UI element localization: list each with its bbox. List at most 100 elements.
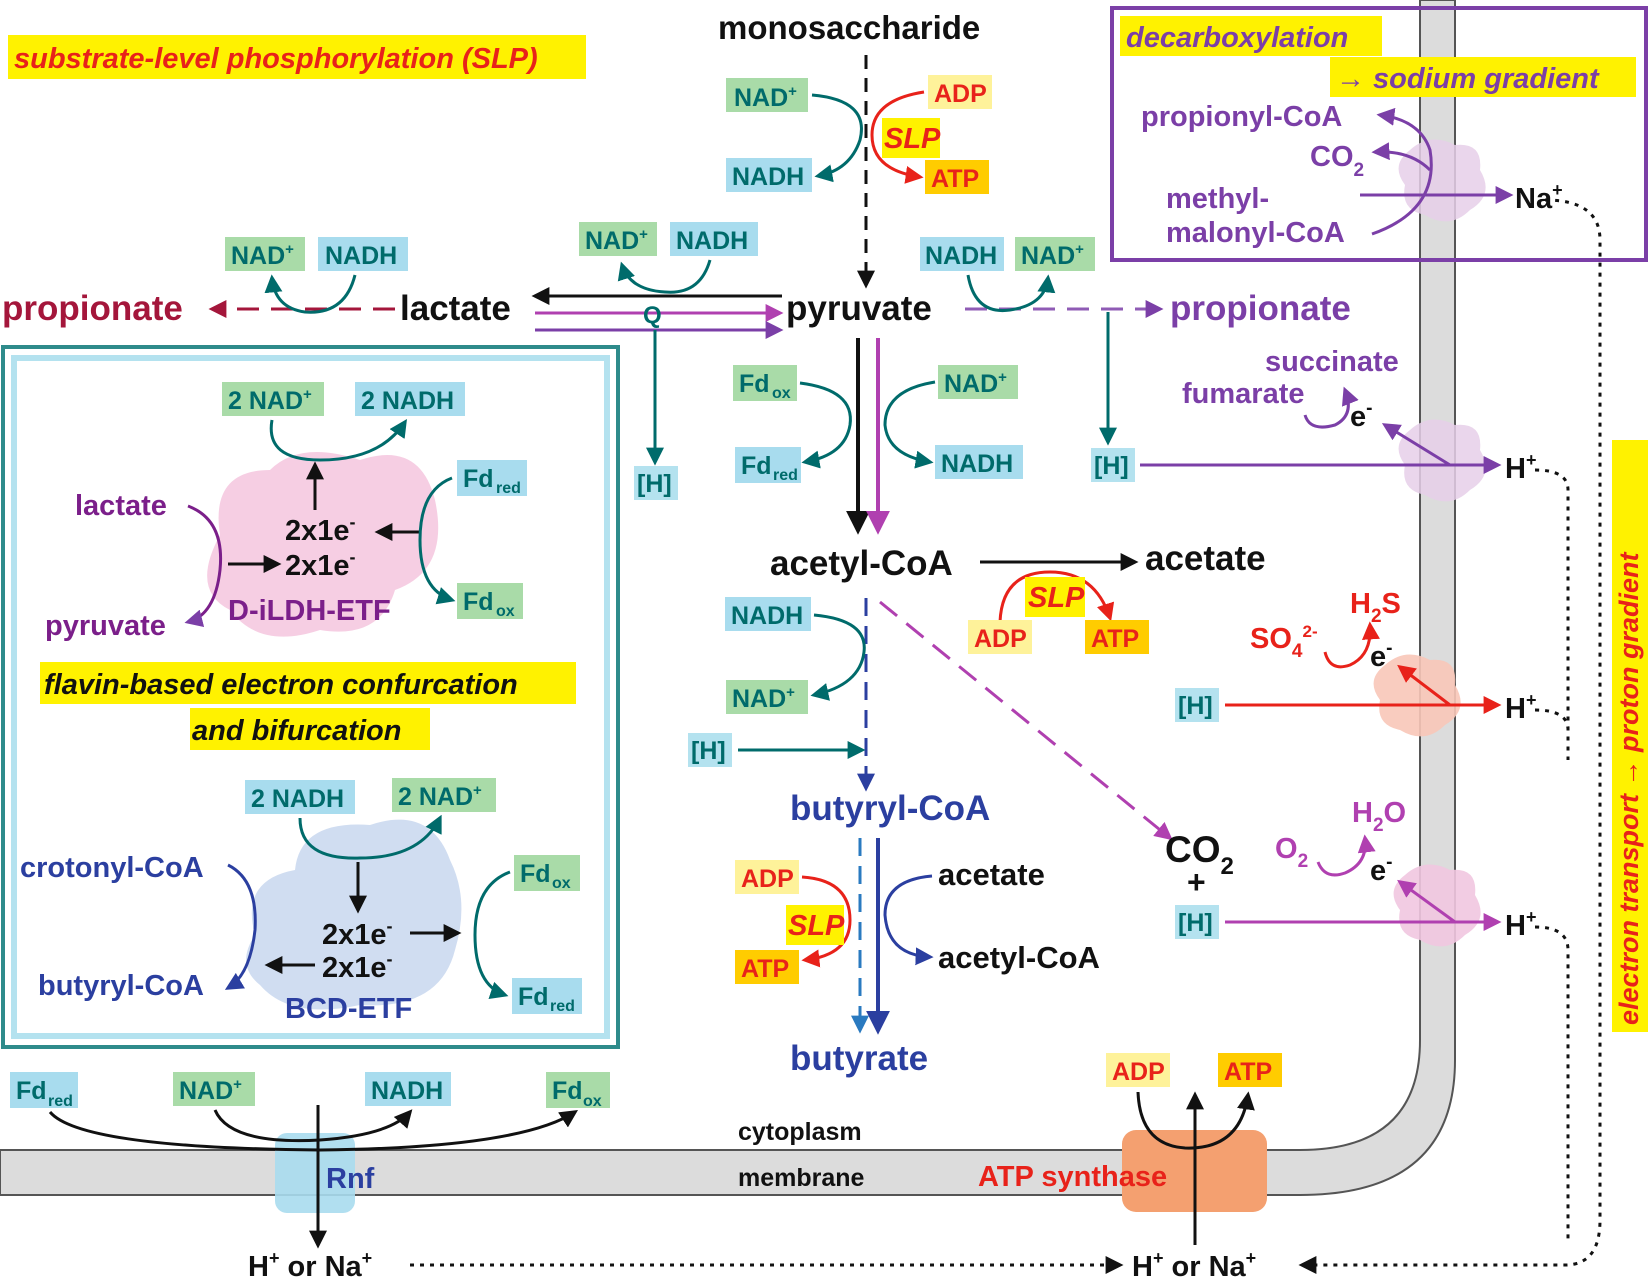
svg-text:butyryl-CoA: butyryl-CoA — [38, 970, 204, 1002]
svg-text:NAD+: NAD+ — [179, 1076, 242, 1105]
svg-text:methyl-: methyl- — [1166, 183, 1269, 215]
svg-text:Fd: Fd — [463, 465, 494, 493]
rnf-reactions: Fd red NAD+ NADH Fd ox Rnf cytoplasm mem… — [10, 1072, 865, 1249]
svg-text:substrate-level phosphorylatio: substrate-level phosphorylation (SLP) — [14, 43, 538, 75]
svg-text:[H]: [H] — [637, 470, 672, 498]
d-ildh-etf-blob — [207, 452, 439, 637]
svg-text:NAD+: NAD+ — [585, 226, 648, 255]
svg-text:malonyl-CoA: malonyl-CoA — [1166, 217, 1345, 249]
oxidase-blob — [1393, 864, 1481, 947]
svg-text:and bifurcation: and bifurcation — [192, 715, 401, 747]
svg-text:SLP: SLP — [1028, 582, 1085, 614]
svg-text:flavin-based electron confurca: flavin-based electron confurcation — [44, 669, 518, 701]
cell-membrane — [0, 0, 1456, 1196]
svg-text:H2S: H2S — [1350, 588, 1401, 627]
svg-text:O2: O2 — [1275, 833, 1308, 872]
electron-transport-right: succinate fumarate e- H+ H2S SO42- e- [H… — [1140, 198, 1602, 1274]
svg-text:H+: H+ — [1505, 690, 1536, 725]
svg-text:crotonyl-CoA: crotonyl-CoA — [20, 852, 204, 884]
svg-text:acetate: acetate — [938, 857, 1045, 892]
svg-text:Fd: Fd — [520, 860, 551, 888]
svg-text:2 NADH: 2 NADH — [361, 387, 454, 415]
bottom-ion-row: H+ or Na+ H+ or Na+ — [248, 1248, 1256, 1283]
acetylcoa-row: acetyl-CoA acetate SLP ADP ATP — [770, 539, 1266, 841]
svg-text:fumarate: fumarate — [1182, 378, 1305, 410]
svg-text:acetate: acetate — [1145, 539, 1266, 578]
butyrylcoa-to-butyrate: butyrate ADP ATP SLP acetate acetyl-CoA — [735, 838, 1100, 1078]
svg-text:NADH: NADH — [676, 227, 748, 255]
svg-text:red: red — [48, 1093, 73, 1110]
decarboxylation-box: decarboxylation → sodium gradient propio… — [1110, 6, 1648, 262]
svg-text:2 NADH: 2 NADH — [251, 785, 344, 813]
svg-text:H+: H+ — [1505, 450, 1536, 485]
svg-text:ox: ox — [772, 385, 791, 402]
svg-text:2x1e-: 2x1e- — [285, 547, 356, 582]
lactate-pyruvate-row: propionate lactate pyruvate propionate Q… — [2, 222, 1351, 500]
acetylcoa-to-butyrylcoa: NADH NAD+ [H] butyryl-CoA — [688, 597, 990, 828]
svg-text:BCD-ETF: BCD-ETF — [285, 993, 412, 1025]
atp-synthase: ATP synthase ADP ATP — [978, 1053, 1282, 1245]
svg-text:monosaccharide: monosaccharide — [718, 9, 980, 46]
svg-text:NADH: NADH — [325, 242, 397, 270]
svg-text:acetyl-CoA: acetyl-CoA — [938, 940, 1100, 975]
svg-text:butyryl-CoA: butyryl-CoA — [790, 789, 990, 828]
svg-text:decarboxylation: decarboxylation — [1126, 22, 1348, 54]
svg-text:butyrate: butyrate — [790, 1039, 928, 1078]
svg-text:Fd: Fd — [739, 370, 770, 398]
svg-text:ADP: ADP — [1112, 1058, 1165, 1086]
svg-text:NADH: NADH — [925, 242, 997, 270]
svg-text:red: red — [496, 480, 521, 497]
svg-text:2x1e-: 2x1e- — [322, 916, 393, 951]
svg-text:lactate: lactate — [75, 490, 167, 522]
svg-text:2 NAD+: 2 NAD+ — [398, 782, 482, 811]
svg-text:e-: e- — [1370, 638, 1392, 673]
svg-text:ox: ox — [583, 1093, 602, 1110]
svg-text:e-: e- — [1350, 398, 1372, 433]
svg-text:NADH: NADH — [731, 602, 803, 630]
svg-text:Fd: Fd — [518, 983, 549, 1011]
svg-text:ADP: ADP — [974, 625, 1027, 653]
svg-text:Fd: Fd — [741, 452, 772, 480]
svg-text:ox: ox — [552, 875, 571, 892]
svg-text:ox: ox — [496, 603, 515, 620]
svg-text:SLP: SLP — [884, 123, 941, 155]
svg-text:Fd: Fd — [552, 1077, 583, 1105]
svg-text:2x1e-: 2x1e- — [322, 949, 393, 984]
svg-text:D-iLDH-ETF: D-iLDH-ETF — [228, 595, 391, 627]
svg-text:succinate: succinate — [1265, 346, 1399, 378]
svg-text:pyruvate: pyruvate — [45, 610, 166, 642]
sulfate-reductase-blob — [1373, 654, 1461, 737]
svg-text:SLP: SLP — [788, 910, 845, 942]
svg-text:[H]: [H] — [1094, 452, 1129, 480]
glycolysis-top: monosaccharide NAD+ NADH ADP ATP SLP — [718, 9, 992, 289]
svg-text:NAD+: NAD+ — [231, 241, 294, 270]
svg-text:NAD+: NAD+ — [734, 83, 797, 112]
svg-text:Fd: Fd — [16, 1077, 47, 1105]
svg-text:H+ or Na+: H+ or Na+ — [248, 1248, 372, 1283]
svg-text:lactate: lactate — [400, 289, 511, 328]
svg-text:→ sodium gradient: → sodium gradient — [1336, 63, 1600, 95]
svg-text:Q: Q — [643, 302, 662, 329]
svg-text:ADP: ADP — [741, 865, 794, 893]
svg-text:H+ or Na+: H+ or Na+ — [1132, 1248, 1256, 1283]
rnf-complex — [275, 1133, 355, 1213]
svg-text:CO2: CO2 — [1310, 141, 1364, 181]
svg-text:NAD+: NAD+ — [732, 684, 795, 713]
bcd-etf-blob — [246, 819, 462, 1010]
svg-text:[H]: [H] — [691, 737, 726, 765]
slp-title: substrate-level phosphorylation (SLP) — [8, 35, 586, 79]
svg-text:ATP: ATP — [741, 955, 789, 983]
svg-text:H+: H+ — [1505, 907, 1536, 942]
svg-text:ATP: ATP — [931, 165, 979, 193]
decarboxylase-blob — [1398, 139, 1486, 222]
svg-text:pyruvate: pyruvate — [786, 289, 932, 328]
svg-text:cytoplasm: cytoplasm — [738, 1118, 862, 1146]
svg-text:NADH: NADH — [732, 163, 804, 191]
svg-text:NADH: NADH — [371, 1077, 443, 1105]
svg-text:ADP: ADP — [934, 80, 987, 108]
gradient-label: electron transport → proton gradient — [1612, 440, 1648, 1032]
svg-text:[H]: [H] — [1178, 909, 1213, 937]
pyruvate-to-acetylcoa: Fd ox Fd red NAD+ NADH — [733, 338, 1023, 535]
